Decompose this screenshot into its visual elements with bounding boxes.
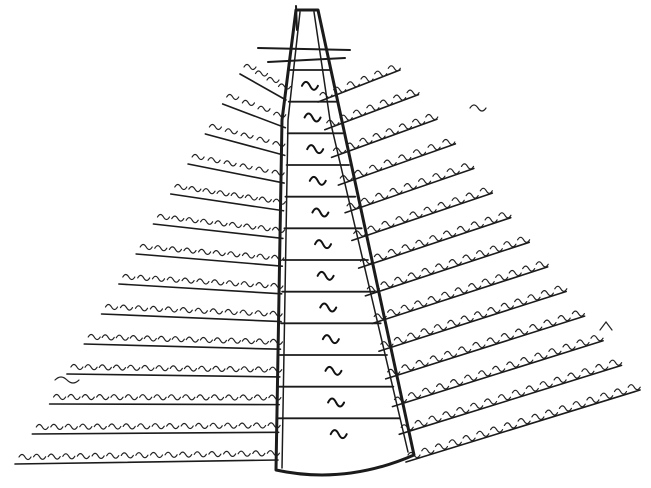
- left-line: [50, 404, 280, 405]
